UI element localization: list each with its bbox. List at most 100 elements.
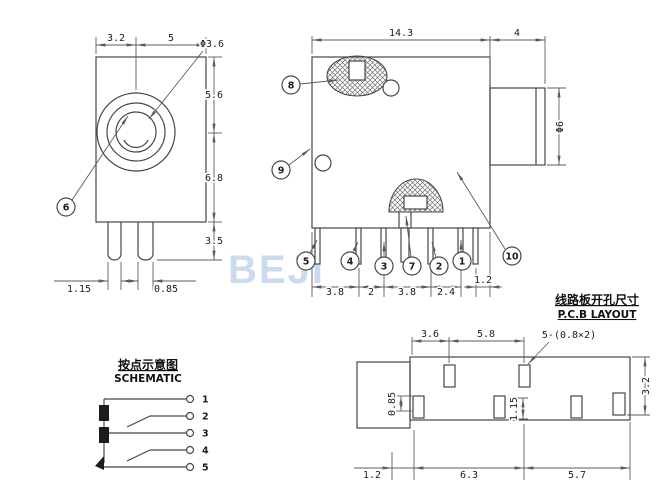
balloon-10: 10 bbox=[456, 171, 522, 266]
balloon-3: 3 bbox=[374, 242, 394, 276]
terminal-dot-4 bbox=[185, 445, 195, 455]
balloon-7: 7 bbox=[402, 215, 422, 276]
terminal-1: 1 bbox=[202, 395, 209, 406]
terminal-3: 3 bbox=[202, 429, 209, 440]
front-view: 3.2 5 Φ3.6 5.6 6.8 3.5 1.15 0.85 bbox=[54, 33, 226, 297]
balloon-7-label: 7 bbox=[409, 262, 416, 273]
dim-side-length: 14.3 bbox=[389, 28, 413, 39]
side-pin-5 bbox=[314, 227, 321, 265]
pcb-body-outline bbox=[409, 356, 631, 421]
front-pin-1 bbox=[107, 222, 122, 261]
balloon-5-label: 5 bbox=[303, 257, 310, 268]
terminal-dot-5 bbox=[185, 462, 195, 472]
pcb-corner-slot bbox=[612, 392, 626, 416]
balloon-8: 8 bbox=[281, 75, 339, 95]
pcb-pad-5 bbox=[570, 395, 583, 419]
dim-front-height-upper: 5.6 bbox=[205, 90, 223, 101]
spring-slot-bottom bbox=[403, 195, 428, 210]
dim-side-barrel-dia-label: Φ6 bbox=[555, 121, 566, 133]
balloon-6: 6 bbox=[56, 115, 129, 217]
dim-side-pitch-1: 3.8 bbox=[326, 287, 344, 298]
schematic-plug-symbol bbox=[95, 399, 109, 470]
front-ring-middle bbox=[106, 102, 166, 162]
balloon-1: 1 bbox=[452, 240, 472, 271]
balloon-2: 2 bbox=[429, 241, 449, 276]
pcb-pad-2 bbox=[518, 364, 531, 388]
dim-front-top-right: 5 bbox=[168, 33, 174, 44]
terminal-dot-1 bbox=[185, 394, 195, 404]
dim-side-pitch-4: 2.4 bbox=[437, 287, 455, 298]
front-pin-2 bbox=[137, 222, 154, 261]
side-barrel bbox=[489, 87, 546, 166]
pcb-dim-v2 bbox=[508, 397, 528, 420]
front-dim-bottom bbox=[54, 262, 196, 290]
pcb-title-en: P.C.B LAYOUT bbox=[558, 309, 638, 321]
dim-pcb-top-1: 3.6 bbox=[421, 329, 439, 340]
dim-front-diameter: Φ3.6 bbox=[200, 39, 224, 50]
dim-pcb-bottom-2: 6.3 bbox=[460, 470, 478, 481]
front-body bbox=[95, 56, 207, 223]
balloon-3-label: 3 bbox=[381, 262, 388, 273]
dim-side-pitch-3: 3.8 bbox=[398, 287, 416, 298]
balloon-1-label: 1 bbox=[459, 257, 466, 268]
side-hole-top bbox=[382, 79, 400, 97]
dim-pcb-slot: 5-(0.8×2) bbox=[542, 330, 596, 341]
side-pin-6 bbox=[472, 227, 479, 265]
side-view: 14.3 4 Φ6 3.8 2 3.8 2.4 1.2 bbox=[271, 28, 568, 300]
slot-leader bbox=[527, 341, 550, 365]
terminal-dot-3 bbox=[185, 428, 195, 438]
pcb-dim-v1 bbox=[396, 395, 412, 412]
diameter-leader bbox=[148, 50, 204, 120]
balloon-4: 4 bbox=[340, 241, 360, 271]
dim-pcb-v2: 1.15 bbox=[509, 397, 520, 421]
dim-pcb-v1: 0.85 bbox=[387, 392, 398, 416]
balloon-8-label: 8 bbox=[288, 81, 295, 92]
dim-front-pin-length: 3.5 bbox=[205, 236, 223, 247]
dim-pcb-top-2: 5.8 bbox=[477, 329, 495, 340]
side-dim-barrel-dia bbox=[547, 87, 566, 166]
balloon-10-label: 10 bbox=[505, 252, 519, 263]
terminal-2: 2 bbox=[202, 412, 209, 423]
spring-slot-top bbox=[348, 60, 366, 81]
dim-front-top-left: 3.2 bbox=[107, 33, 125, 44]
balloon-9-label: 9 bbox=[278, 166, 285, 177]
schematic-wires bbox=[104, 398, 186, 468]
pcb-dim-right bbox=[627, 356, 650, 416]
dim-front-height-lower: 6.8 bbox=[205, 173, 223, 184]
terminal-4: 4 bbox=[202, 446, 209, 457]
balloon-2-label: 2 bbox=[436, 262, 443, 273]
balloon-5: 5 bbox=[296, 239, 318, 271]
dim-side-pitch-5: 1.2 bbox=[474, 275, 492, 286]
pcb-dim-top bbox=[411, 337, 525, 363]
schematic-title-cn: 按点示意图 bbox=[118, 357, 178, 372]
pcb-dim-bottom bbox=[354, 422, 631, 480]
balloon-4-label: 4 bbox=[347, 257, 354, 268]
front-ring-inner bbox=[115, 111, 157, 153]
side-pin-2 bbox=[427, 227, 434, 265]
pcb-title-cn: 线路板开孔尺寸 bbox=[555, 292, 639, 307]
balloon-9: 9 bbox=[271, 148, 311, 180]
terminal-5: 5 bbox=[202, 463, 209, 474]
pcb-pad-3 bbox=[412, 395, 425, 419]
dim-pcb-right: 3.2 bbox=[641, 377, 652, 395]
dim-side-pitch-2: 2 bbox=[368, 287, 374, 298]
side-dim-top bbox=[311, 36, 546, 84]
front-dim-right bbox=[157, 56, 222, 261]
schematic-block: 按点示意图 SCHEMATIC 1 2 3 4 5 bbox=[95, 357, 209, 474]
front-ring-outer bbox=[96, 92, 176, 172]
dim-front-pin-width-2: 0.85 bbox=[154, 284, 178, 295]
pcb-pad-1 bbox=[443, 364, 456, 388]
schematic-title-en: SCHEMATIC bbox=[114, 373, 182, 385]
dim-side-barrel-length: 4 bbox=[514, 28, 520, 39]
pcb-pad-4 bbox=[493, 395, 506, 419]
pcb-barrel-outline bbox=[356, 361, 411, 429]
balloon-6-label: 6 bbox=[63, 203, 70, 214]
dim-front-pin-width-1: 1.15 bbox=[67, 284, 91, 295]
front-contact-arc bbox=[123, 139, 149, 148]
front-dim-top bbox=[95, 37, 207, 90]
dim-pcb-bottom-1: 1.2 bbox=[363, 470, 381, 481]
terminal-dot-2 bbox=[185, 411, 195, 421]
side-hole-left bbox=[314, 154, 332, 172]
